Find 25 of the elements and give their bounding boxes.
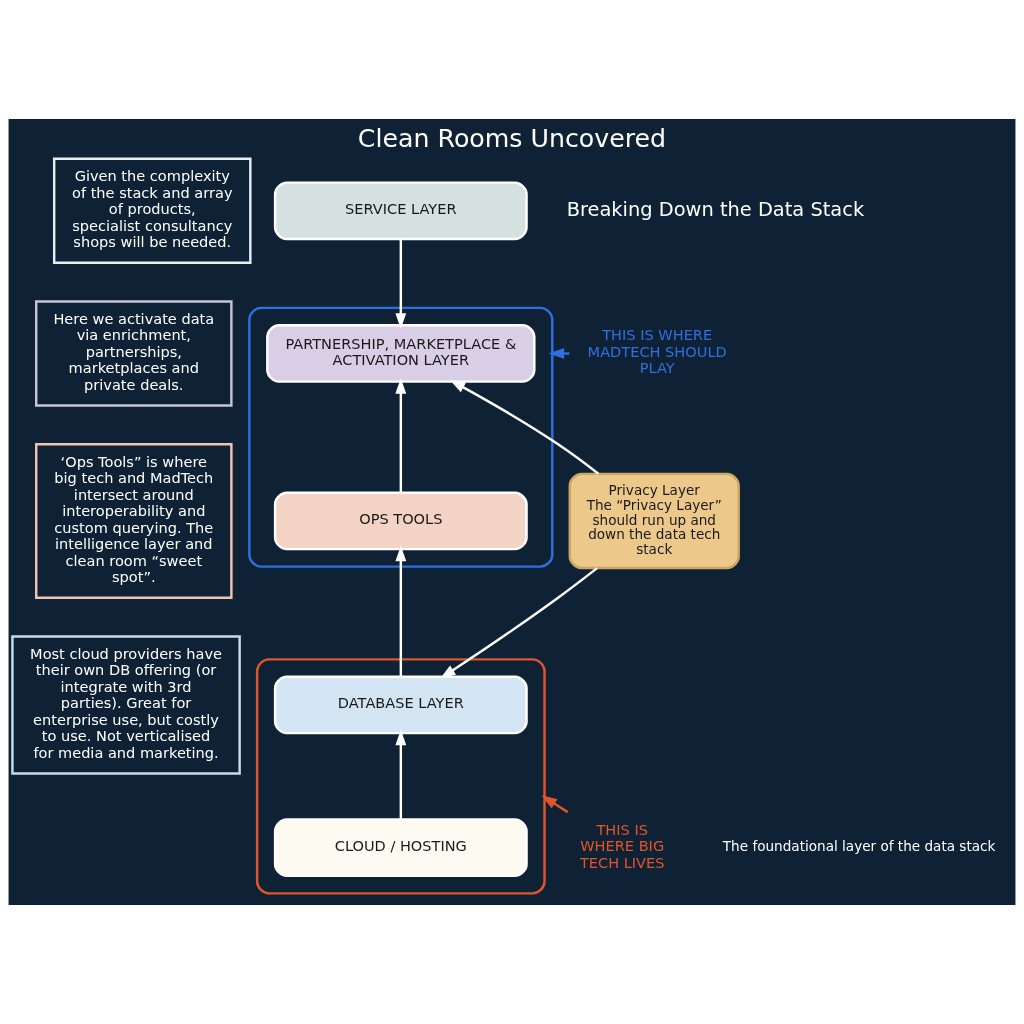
arrow xyxy=(395,378,407,493)
node-box: Here we activate data via enrichment, partnerships, marketplaces and private deals. xyxy=(35,300,233,407)
node-text: THIS IS WHERE MADTECH SHOULD PLAY xyxy=(587,326,727,377)
cluster xyxy=(255,658,546,895)
node-box: ‘Ops Tools” is where big tech and MadTech intersect around interoperability and custom querying. The intelligence layer and clean room “sweet spot”. xyxy=(35,443,233,599)
arrow xyxy=(395,239,407,329)
node-box: Privacy Layer The “Privacy Layer” should run up and down the data tech stack xyxy=(568,472,740,570)
node-text: THIS IS WHERE BIG TECH LIVES xyxy=(579,820,665,871)
arrow xyxy=(395,545,407,677)
node-box: DATABASE LAYER xyxy=(273,675,528,735)
cluster xyxy=(248,306,554,568)
node-box: Given the complexity of the stack and array of products, specialist consultancy shops will be needed. xyxy=(52,157,252,264)
label: The foundational layer of the data stack xyxy=(722,838,996,855)
arrow xyxy=(449,379,600,475)
node-box: CLOUD / HOSTING xyxy=(273,818,528,878)
diagram-title: Clean Rooms Uncovered xyxy=(357,123,667,153)
arrow xyxy=(395,729,407,820)
node-box: SERVICE LAYER xyxy=(273,181,528,241)
label: Breaking Down the Data Stack xyxy=(566,197,865,221)
node-box: Most cloud providers have their own DB offering (or integrate with 3rd parties). Great for enterprise use, but costly to use. Not verticalised for media and marketing. xyxy=(11,635,241,775)
arrow xyxy=(548,348,570,359)
arrow xyxy=(541,795,569,814)
arrow xyxy=(440,567,598,679)
node-box: OPS TOOLS xyxy=(273,491,528,551)
node-box: PARTNERSHIP, MARKETPLACE & ACTIVATION LAYER xyxy=(266,324,536,383)
